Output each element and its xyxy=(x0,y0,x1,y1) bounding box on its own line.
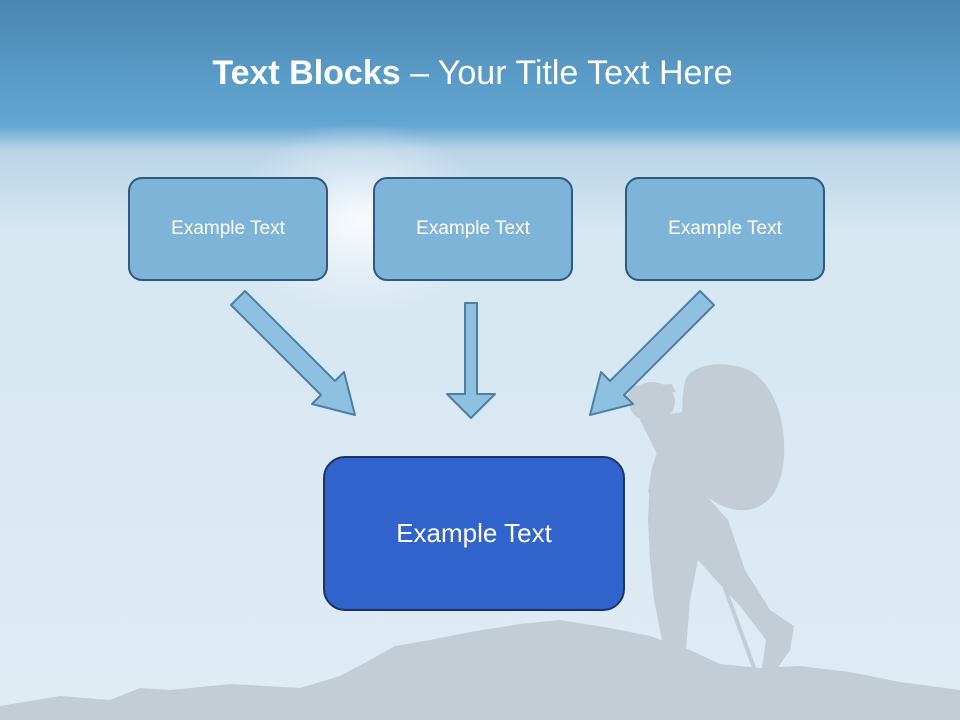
hiker-cap xyxy=(626,384,676,398)
text-block-middle-label: Example Text xyxy=(416,218,530,239)
title-dash: – xyxy=(400,54,438,92)
target-text-block[interactable]: Example Text xyxy=(323,456,625,611)
backpack xyxy=(682,364,785,511)
rock-ground xyxy=(0,620,960,720)
target-text-block-label: Example Text xyxy=(396,518,552,548)
title-bold: Text Blocks xyxy=(212,54,401,92)
title-rest: Your Title Text Here xyxy=(437,54,733,92)
text-block-middle[interactable]: Example Text xyxy=(373,177,573,281)
hiker-body xyxy=(640,412,794,676)
arrow-middle-down xyxy=(446,302,496,419)
trekking-pole-left xyxy=(650,491,688,659)
text-block-left[interactable]: Example Text xyxy=(128,177,328,281)
trekking-pole-right xyxy=(698,519,762,685)
arrow-left-to-center xyxy=(230,290,356,416)
text-block-right[interactable]: Example Text xyxy=(625,177,825,281)
text-block-right-label: Example Text xyxy=(668,218,782,239)
slide-title: Text Blocks – Your Title Text Here xyxy=(0,54,945,93)
hiker-arm xyxy=(648,436,676,500)
arrow-right-to-center xyxy=(589,290,715,416)
text-block-left-label: Example Text xyxy=(171,218,285,239)
